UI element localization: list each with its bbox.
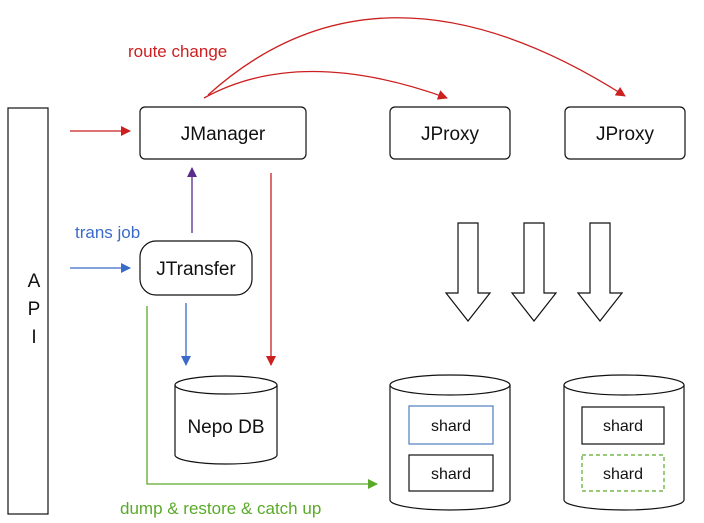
jproxy-label-2: JProxy — [596, 124, 655, 145]
route-change-arrow-2 — [207, 17, 626, 97]
jtransfer-label: JTransfer — [156, 259, 236, 280]
shard-box-1-1 — [408, 405, 494, 445]
jmanager-label: JManager — [181, 124, 266, 145]
api-letter-p: P — [28, 299, 41, 320]
shard-db-cylinder-1: shard shard — [389, 374, 511, 511]
hollow-down-arrow-2 — [510, 222, 558, 322]
jproxy-label-1: JProxy — [421, 124, 480, 145]
dump-restore-label: dump & restore & catch up — [120, 499, 321, 518]
jproxy-node-2: JProxy — [564, 106, 686, 160]
jmanager-node: JManager — [139, 106, 307, 160]
nepo-db-label: Nepo DB — [187, 417, 264, 438]
shard-label-2-1: shard — [603, 418, 643, 435]
shard-db-cylinder-2: shard shard — [563, 374, 685, 511]
shard-label-2-2: shard — [603, 466, 643, 483]
hollow-down-arrow-1 — [444, 222, 492, 322]
dump-restore-arrow — [146, 306, 378, 489]
shard-label-1-2: shard — [431, 466, 471, 483]
route-change-label: route change — [128, 42, 227, 61]
route-change-arrow-1 — [203, 70, 448, 100]
api-letter-i: I — [31, 327, 36, 348]
api-box: A P I — [7, 107, 49, 515]
jtransfer-node: JTransfer — [139, 240, 253, 296]
shard-label-1-1: shard — [431, 418, 471, 435]
shard-box-1-2 — [408, 454, 494, 492]
shard-box-2-1 — [581, 406, 665, 445]
api-letter-a: A — [28, 271, 41, 292]
trans-job-label: trans job — [75, 223, 140, 242]
hollow-down-arrow-3 — [576, 222, 624, 322]
jproxy-node-1: JProxy — [389, 106, 511, 160]
nepo-db-cylinder: Nepo DB — [174, 375, 278, 465]
shard-box-2-2 — [581, 454, 665, 492]
